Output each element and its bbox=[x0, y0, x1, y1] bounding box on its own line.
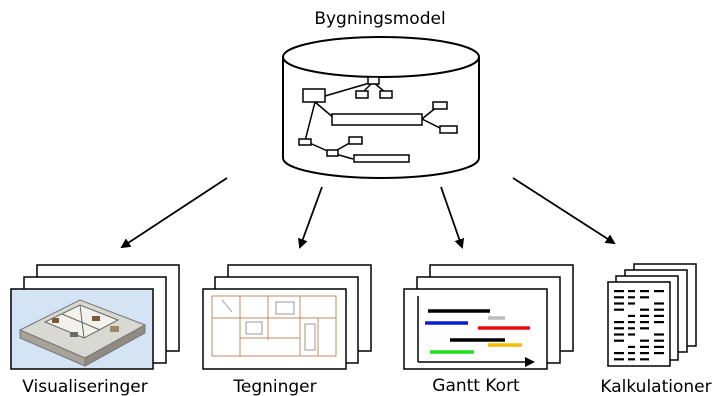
table-cell-mark bbox=[614, 308, 624, 311]
table-cell-mark bbox=[614, 339, 624, 342]
label-gantt-kort: Gantt Kort bbox=[432, 376, 520, 396]
table-cell-mark bbox=[614, 352, 624, 355]
arrow-to-tegninger bbox=[298, 186, 323, 249]
table-cell-mark bbox=[628, 333, 635, 336]
model-graph-icon bbox=[298, 76, 458, 163]
label-tegninger: Tegninger bbox=[232, 377, 316, 396]
table-cell-mark bbox=[628, 302, 635, 305]
table-cell-mark bbox=[628, 296, 635, 299]
table-cell-mark bbox=[614, 358, 624, 361]
building-render-icon bbox=[18, 299, 147, 367]
diagram-title: Bygningsmodel bbox=[314, 9, 445, 29]
table-cell-mark bbox=[614, 296, 624, 299]
table-cell-mark bbox=[654, 308, 664, 311]
table-cell-mark bbox=[654, 345, 664, 348]
gantt-chart-icon bbox=[417, 296, 535, 367]
table-cell-mark bbox=[640, 308, 649, 311]
table-cell-mark bbox=[654, 290, 664, 293]
table-cell-mark bbox=[614, 290, 624, 293]
spreadsheet-icon bbox=[614, 290, 664, 361]
table-cell-mark bbox=[628, 327, 635, 330]
label-kalkulationer: Kalkulationer bbox=[600, 377, 711, 396]
table-cell-mark bbox=[654, 321, 664, 324]
table-cell-mark bbox=[640, 345, 649, 348]
arrow-to-visualiseringer bbox=[120, 177, 228, 249]
table-cell-mark bbox=[628, 321, 635, 324]
table-cell-mark bbox=[628, 358, 635, 361]
table-cell-mark bbox=[614, 333, 624, 336]
table-cell-mark bbox=[654, 339, 664, 342]
table-cell-mark bbox=[654, 352, 664, 355]
visualiseringer-stack: Visualiseringer bbox=[10, 264, 180, 396]
tegninger-stack: Tegninger bbox=[202, 264, 372, 396]
table-cell-mark bbox=[628, 352, 635, 355]
table-cell-mark bbox=[640, 339, 649, 342]
table-cell-mark bbox=[640, 352, 649, 355]
table-cell-mark bbox=[614, 327, 624, 330]
flow-arrows bbox=[120, 177, 616, 249]
table-cell-mark bbox=[654, 314, 664, 317]
table-cell-mark bbox=[640, 290, 649, 293]
kalkulationer-stack: Kalkulationer bbox=[600, 263, 712, 396]
arrow-to-gantt bbox=[440, 186, 465, 249]
gantt-stack: Gantt Kort bbox=[403, 264, 574, 396]
table-cell-mark bbox=[628, 290, 635, 293]
table-cell-mark bbox=[640, 327, 649, 330]
table-cell-mark bbox=[640, 358, 649, 361]
arrow-to-kalkulationer bbox=[512, 177, 616, 245]
floorplan-icon bbox=[211, 295, 337, 357]
table-cell-mark bbox=[614, 302, 624, 305]
table-cell-mark bbox=[640, 314, 649, 317]
table-cell-mark bbox=[640, 296, 649, 299]
table-cell-mark bbox=[654, 302, 664, 305]
label-visualiseringer: Visualiseringer bbox=[22, 377, 148, 396]
table-cell-mark bbox=[614, 321, 624, 324]
table-cell-mark bbox=[654, 333, 664, 336]
table-cell-mark bbox=[640, 321, 649, 324]
table-cell-mark bbox=[628, 314, 635, 317]
table-cell-mark bbox=[628, 345, 635, 348]
